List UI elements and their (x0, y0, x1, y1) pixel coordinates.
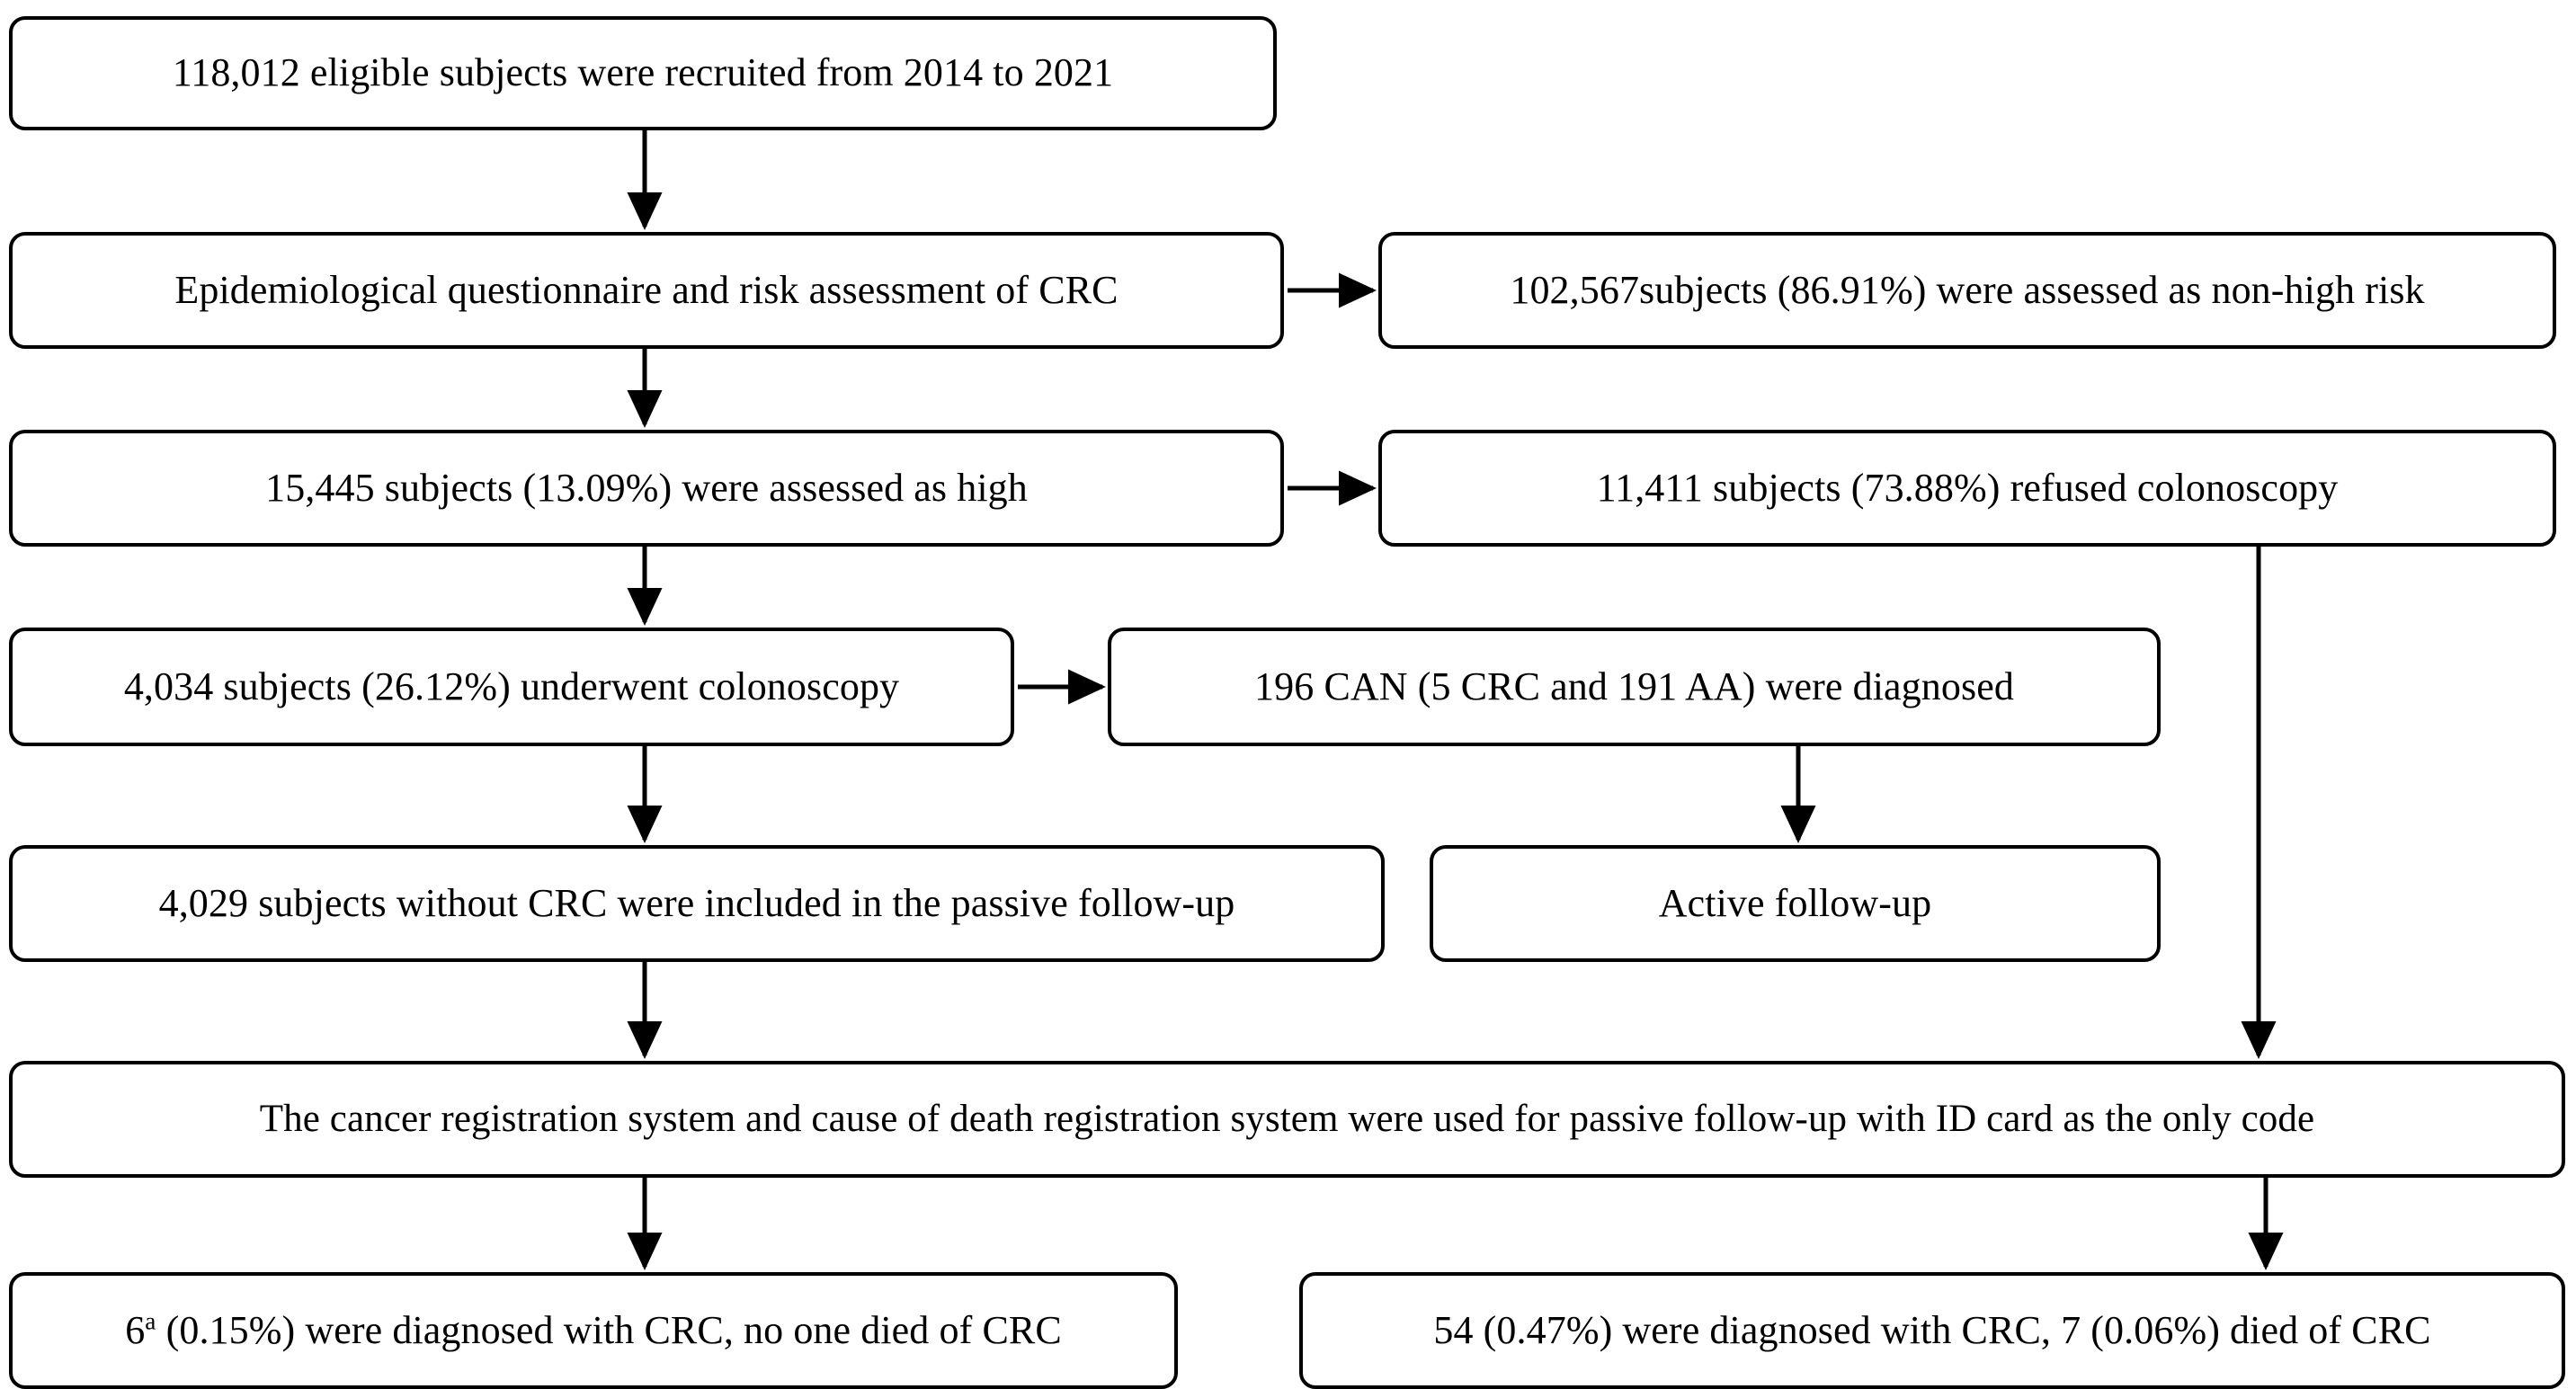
node-can-diagnosed: 196 CAN (5 CRC and 191 AA) were diagnose… (1108, 628, 2161, 746)
node-underwent-colonoscopy: 4,034 subjects (26.12%) underwent colono… (9, 628, 1014, 746)
node-non-high-risk-label: 102,567subjects (86.91%) were assessed a… (1510, 267, 2425, 312)
node-underwent-colonoscopy-label: 4,034 subjects (26.12%) underwent colono… (123, 663, 900, 708)
node-passive-followup-included: 4,029 subjects without CRC were included… (9, 845, 1385, 962)
node-high-risk-label: 15,445 subjects (13.09%) were assessed a… (265, 465, 1028, 510)
node-registration-systems-label: The cancer registration system and cause… (259, 1098, 2315, 1141)
node-crc-outcome-refused: 54 (0.47%) were diagnosed with CRC, 7 (0… (1299, 1272, 2565, 1389)
node-crc-outcome-screened: 6a (0.15%) were diagnosed with CRC, no o… (9, 1272, 1178, 1389)
node-crc-outcome-screened-label: 6a (0.15%) were diagnosed with CRC, no o… (125, 1308, 1062, 1354)
node-crc-outcome-refused-label: 54 (0.47%) were diagnosed with CRC, 7 (0… (1433, 1307, 2431, 1352)
crc-left-rest: (0.15%) were diagnosed with CRC, no one … (156, 1307, 1062, 1352)
node-refused-colonoscopy-label: 11,411 subjects (73.88%) refused colonos… (1596, 465, 2339, 510)
node-questionnaire-label: Epidemiological questionnaire and risk a… (174, 267, 1119, 312)
node-non-high-risk: 102,567subjects (86.91%) were assessed a… (1378, 232, 2556, 349)
node-can-diagnosed-label: 196 CAN (5 CRC and 191 AA) were diagnose… (1254, 663, 2014, 708)
node-recruited-label: 118,012 eligible subjects were recruited… (172, 50, 1114, 95)
node-high-risk: 15,445 subjects (13.09%) were assessed a… (9, 430, 1284, 547)
node-recruited-subjects: 118,012 eligible subjects were recruited… (9, 16, 1277, 130)
node-registration-systems: The cancer registration system and cause… (9, 1061, 2565, 1178)
crc-left-footnote-marker: a (145, 1307, 156, 1335)
crc-left-count: 6 (125, 1307, 146, 1352)
node-active-followup: Active follow-up (1430, 845, 2161, 962)
node-questionnaire-risk-assessment: Epidemiological questionnaire and risk a… (9, 232, 1284, 349)
node-refused-colonoscopy: 11,411 subjects (73.88%) refused colonos… (1378, 430, 2556, 547)
node-passive-followup-included-label: 4,029 subjects without CRC were included… (158, 880, 1235, 925)
node-active-followup-label: Active follow-up (1658, 880, 1932, 925)
